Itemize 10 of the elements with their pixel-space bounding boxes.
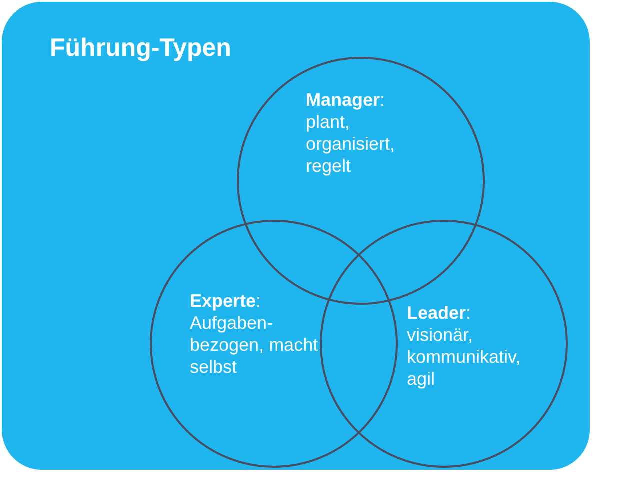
circle-heading: Manager: [306, 89, 386, 111]
circle-heading: Leader: [407, 302, 472, 324]
venn-panel [2, 2, 590, 470]
circle-text: plant, organisiert, regelt [306, 111, 396, 177]
circle-heading: Experte: [190, 290, 262, 312]
venn-circle [320, 220, 568, 468]
circle-text: Aufgaben-bezogen, macht selbst [190, 312, 320, 378]
circle-text: visionär, kommunikativ, agil [407, 324, 522, 390]
venn-circle [150, 220, 398, 468]
panel-title: Führung-Typen [50, 34, 232, 63]
